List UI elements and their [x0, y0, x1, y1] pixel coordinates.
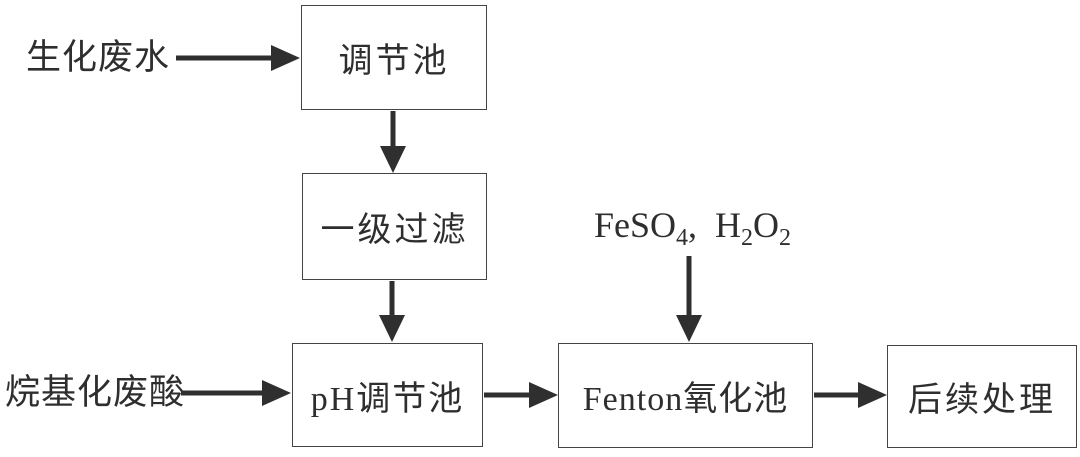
node-label: 调节池: [338, 43, 450, 80]
reagent-text: , H: [688, 205, 742, 245]
node-label: 一级过滤: [320, 212, 469, 249]
node-ph-regulation-tank: pH调节池: [292, 343, 483, 447]
node-label: pH调节池: [310, 380, 465, 418]
reagent-subscript: 4: [676, 225, 689, 252]
node-primary-filtration: 一级过滤: [302, 173, 487, 280]
reagent-subscript: 2: [779, 225, 792, 252]
arrow-reagents-to-fenton-icon: [676, 256, 702, 342]
node-fenton-oxidation-tank: Fenton氧化池: [558, 343, 813, 448]
arrow-alkylation-to-ph-icon: [181, 380, 291, 406]
arrow-ph-to-fenton-icon: [484, 382, 558, 408]
label-biochemical-wastewater: 生化废水: [26, 38, 171, 77]
arrow-regulation-to-filtration-icon: [380, 111, 406, 173]
arrow-fenton-to-subsequent-icon: [814, 382, 887, 408]
label-alkylation-waste-acid: 烷基化废酸: [5, 373, 186, 412]
node-label: Fenton氧化池: [582, 381, 789, 418]
node-label: 后续处理: [908, 382, 1056, 419]
arrow-biochemical-to-regulation-icon: [176, 45, 300, 71]
reagent-text: FeSO: [594, 205, 677, 245]
label-reagents-feso4-h2o2: FeSO4, H2O2: [594, 205, 791, 250]
reagent-subscript: 2: [741, 225, 754, 252]
arrow-filtration-to-ph-icon: [379, 281, 405, 342]
node-subsequent-treatment: 后续处理: [887, 345, 1077, 448]
node-regulation-tank: 调节池: [301, 5, 487, 110]
reagent-text: O: [753, 205, 780, 245]
